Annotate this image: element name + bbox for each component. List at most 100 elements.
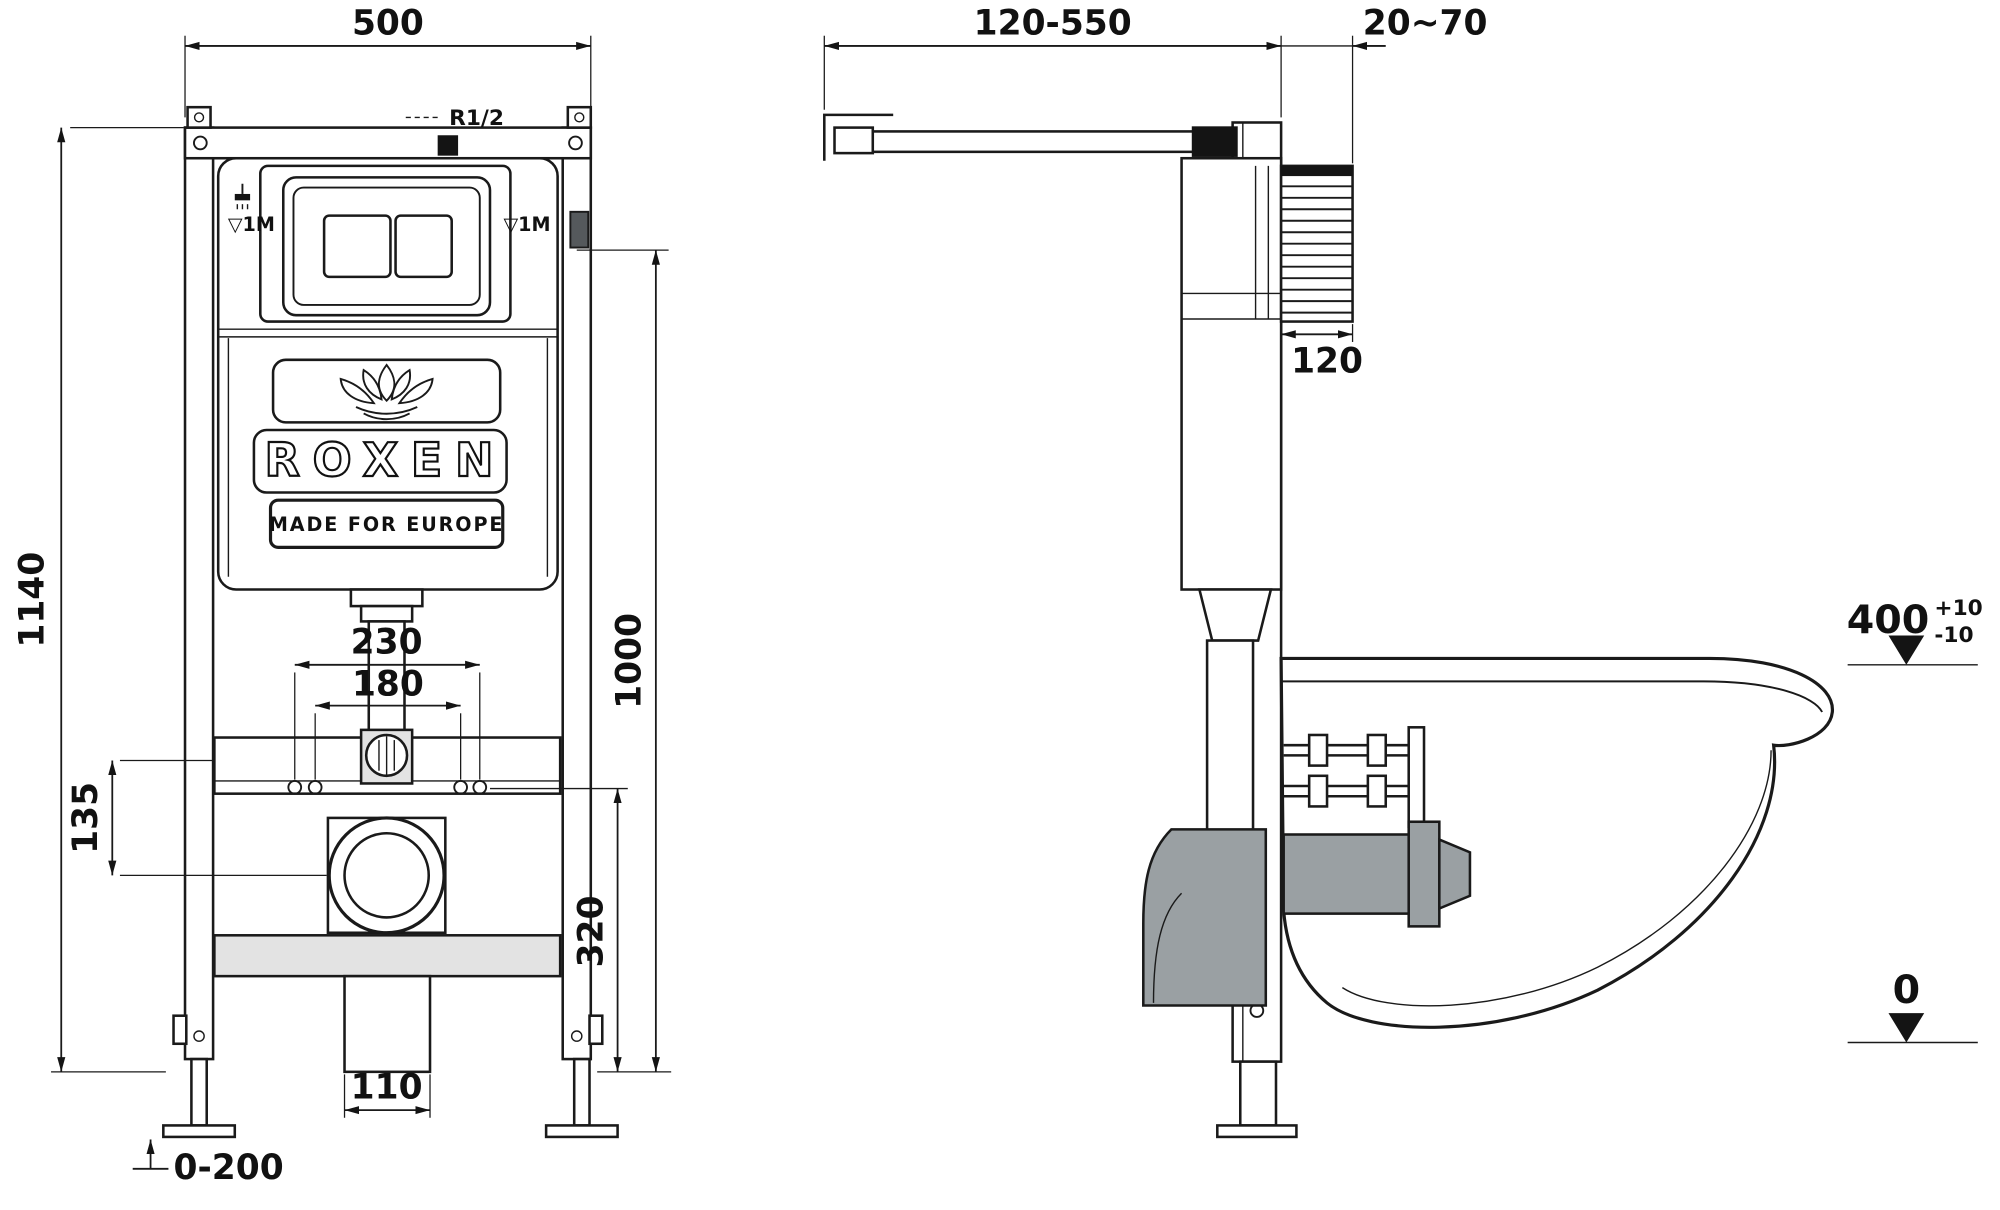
svg-text:320: 320 bbox=[571, 896, 611, 968]
bolt-hole bbox=[453, 779, 468, 795]
crossbar-hole-left bbox=[192, 135, 208, 151]
dim-outlet-110: 110 bbox=[343, 1068, 431, 1118]
dim-height-1140: 1140 bbox=[12, 126, 184, 1073]
water-level-left: ▽1M bbox=[228, 213, 275, 236]
flush-button-large bbox=[322, 214, 392, 279]
level-400-tol-minus: -10 bbox=[1934, 623, 1973, 648]
fixing-hardware bbox=[1283, 726, 1426, 829]
flush-button-small bbox=[394, 214, 453, 279]
brand-text: ROXEN bbox=[264, 433, 506, 487]
side-cistern-taper bbox=[1197, 588, 1273, 642]
supply-pipe bbox=[823, 113, 1238, 161]
frame-rail-left bbox=[183, 126, 215, 1061]
supply-bracket bbox=[823, 113, 894, 161]
floor-bracket-left bbox=[172, 1014, 188, 1046]
level-0: 0 bbox=[1847, 967, 1978, 1044]
outlet-connector bbox=[1282, 820, 1472, 928]
side-view: 120-550 20~70 120 400 +10 -10 bbox=[823, 3, 1983, 1139]
supply-clamp bbox=[833, 126, 875, 155]
flush-pipe bbox=[367, 620, 406, 738]
dim-depth-120: 120 bbox=[1280, 324, 1363, 382]
hanger-tab-right bbox=[566, 105, 593, 129]
dim-height-320: 320 bbox=[489, 787, 628, 1072]
water-inlet-valve bbox=[437, 135, 459, 156]
bolt-hole bbox=[287, 779, 303, 795]
svg-text:120: 120 bbox=[1291, 342, 1363, 382]
level-marker-icon bbox=[1888, 635, 1925, 665]
flush-plate bbox=[292, 186, 481, 306]
svg-text:120-550: 120-550 bbox=[974, 3, 1132, 43]
level-0-value: 0 bbox=[1893, 967, 1921, 1013]
tagline-box bbox=[268, 498, 505, 549]
crossbar-hole-right bbox=[568, 135, 583, 151]
bolt-hole bbox=[472, 779, 488, 795]
dim-width-500: 500 bbox=[184, 3, 592, 118]
svg-text:1140: 1140 bbox=[12, 552, 52, 648]
svg-text:1000: 1000 bbox=[610, 613, 650, 709]
foot-plate-right bbox=[544, 1124, 619, 1139]
drain-outlet-inner bbox=[343, 831, 431, 919]
fixing-nut bbox=[1366, 774, 1388, 808]
inlet-label: R1/2 bbox=[449, 106, 504, 131]
level-400: 400 +10 -10 bbox=[1847, 596, 1983, 666]
level-400-value: 400 bbox=[1847, 597, 1930, 643]
tagline-text: MADE FOR EUROPE bbox=[269, 513, 505, 536]
dim-supply-120-550: 120-550 bbox=[823, 3, 1282, 118]
waste-elbow-seam bbox=[1152, 892, 1183, 1003]
hanger-hole-left bbox=[193, 112, 205, 123]
top-crossbar bbox=[183, 126, 593, 160]
lower-bar bbox=[213, 934, 562, 978]
drain-pipe bbox=[343, 974, 432, 1074]
svg-text:0-200: 0-200 bbox=[174, 1148, 284, 1188]
svg-text:135: 135 bbox=[66, 782, 106, 854]
side-foot-plate bbox=[1216, 1124, 1298, 1139]
side-cistern bbox=[1180, 156, 1283, 591]
crown-badge bbox=[271, 358, 502, 424]
dim-bolt-230: 230 bbox=[294, 622, 481, 780]
supply-tube bbox=[871, 130, 1196, 154]
level-marker-icon bbox=[1888, 1013, 1925, 1043]
fixing-nut bbox=[1307, 733, 1329, 767]
floor-bracket-right bbox=[588, 1014, 604, 1046]
fixing-plate bbox=[1407, 726, 1426, 829]
svg-text:230: 230 bbox=[351, 622, 423, 662]
outlet-cone bbox=[1438, 837, 1472, 911]
side-leg bbox=[1238, 1060, 1278, 1127]
waste-elbow bbox=[1142, 828, 1268, 1007]
front-view: R1/2 ▽1M ▽1M bbox=[12, 3, 672, 1188]
svg-text:20~70: 20~70 bbox=[1363, 3, 1488, 43]
rail-hole-left bbox=[193, 1030, 205, 1042]
side-flush-pipe bbox=[1205, 639, 1255, 846]
fixing-nut bbox=[1307, 774, 1329, 808]
foot-plate-left bbox=[162, 1124, 237, 1139]
dim-bolt-180: 180 bbox=[314, 664, 462, 780]
dim-height-1000: 1000 bbox=[576, 249, 672, 1073]
water-level-right: ▽1M bbox=[503, 213, 550, 236]
dim-leg-0-200: 0-200 bbox=[132, 1139, 284, 1188]
flush-pipe-collar bbox=[349, 588, 424, 608]
bowl-inner-line bbox=[1341, 750, 1772, 1007]
flush-pipe-step bbox=[359, 604, 414, 623]
dim-offset-135: 135 bbox=[66, 759, 327, 876]
supply-valve bbox=[1191, 126, 1238, 157]
svg-text:180: 180 bbox=[352, 664, 424, 704]
leg-right bbox=[572, 1057, 591, 1127]
rail-hole-right bbox=[570, 1030, 583, 1042]
outlet-pipe bbox=[1282, 833, 1413, 915]
brand-box bbox=[252, 428, 508, 494]
svg-text:500: 500 bbox=[352, 3, 424, 43]
bowl-rim-line bbox=[1281, 680, 1823, 713]
bolt-hole bbox=[307, 779, 323, 795]
leg-left bbox=[190, 1057, 208, 1127]
crown-icon bbox=[339, 363, 434, 421]
hanger-tab-left bbox=[186, 105, 212, 129]
level-400-tol-plus: +10 bbox=[1934, 596, 1982, 621]
fill-valve-icon bbox=[234, 183, 251, 210]
dim-wall-20-70: 20~70 bbox=[1281, 3, 1488, 164]
svg-text:110: 110 bbox=[351, 1068, 423, 1108]
fixing-nut bbox=[1366, 733, 1388, 767]
rail-bracket-icon bbox=[569, 210, 590, 249]
hanger-hole-right bbox=[574, 112, 585, 123]
corrugated-duct bbox=[1279, 164, 1354, 323]
